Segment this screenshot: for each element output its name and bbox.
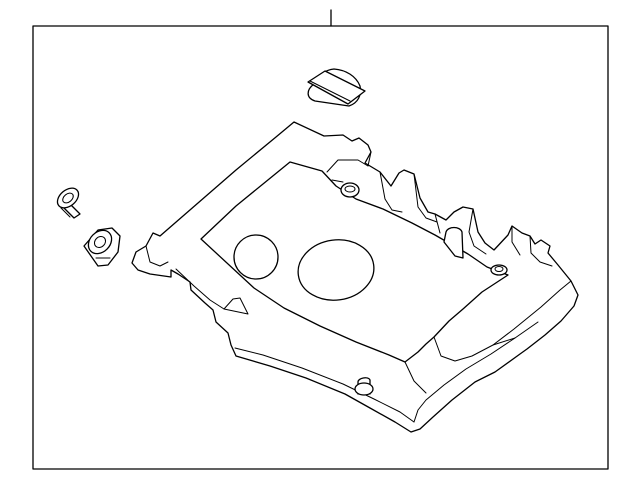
large-oval-boss — [297, 239, 375, 301]
diagram-frame — [32, 25, 609, 470]
grommet — [83, 227, 121, 267]
small-round-boss — [233, 234, 279, 280]
cover-cap — [307, 68, 366, 107]
bolt — [56, 187, 81, 219]
engine-cover — [131, 121, 579, 433]
